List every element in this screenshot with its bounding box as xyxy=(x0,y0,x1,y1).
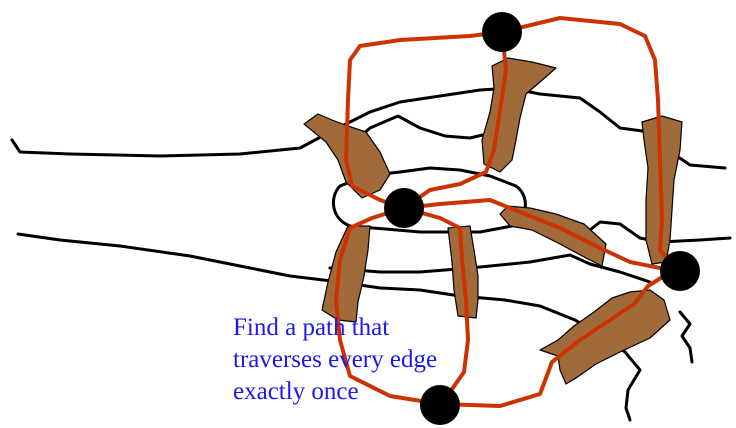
caption-line-1: Find a path that xyxy=(233,312,473,344)
caption-text: Find a path that traverses every edge ex… xyxy=(233,312,473,408)
bridge-7 xyxy=(540,290,670,384)
node-island xyxy=(384,188,424,228)
node-north-bank xyxy=(482,12,522,52)
caption-line-3: exactly once xyxy=(233,376,473,408)
caption-line-2: traverses every edge xyxy=(233,344,473,376)
node-east-land xyxy=(660,251,700,291)
east-branch-lower xyxy=(680,312,692,362)
